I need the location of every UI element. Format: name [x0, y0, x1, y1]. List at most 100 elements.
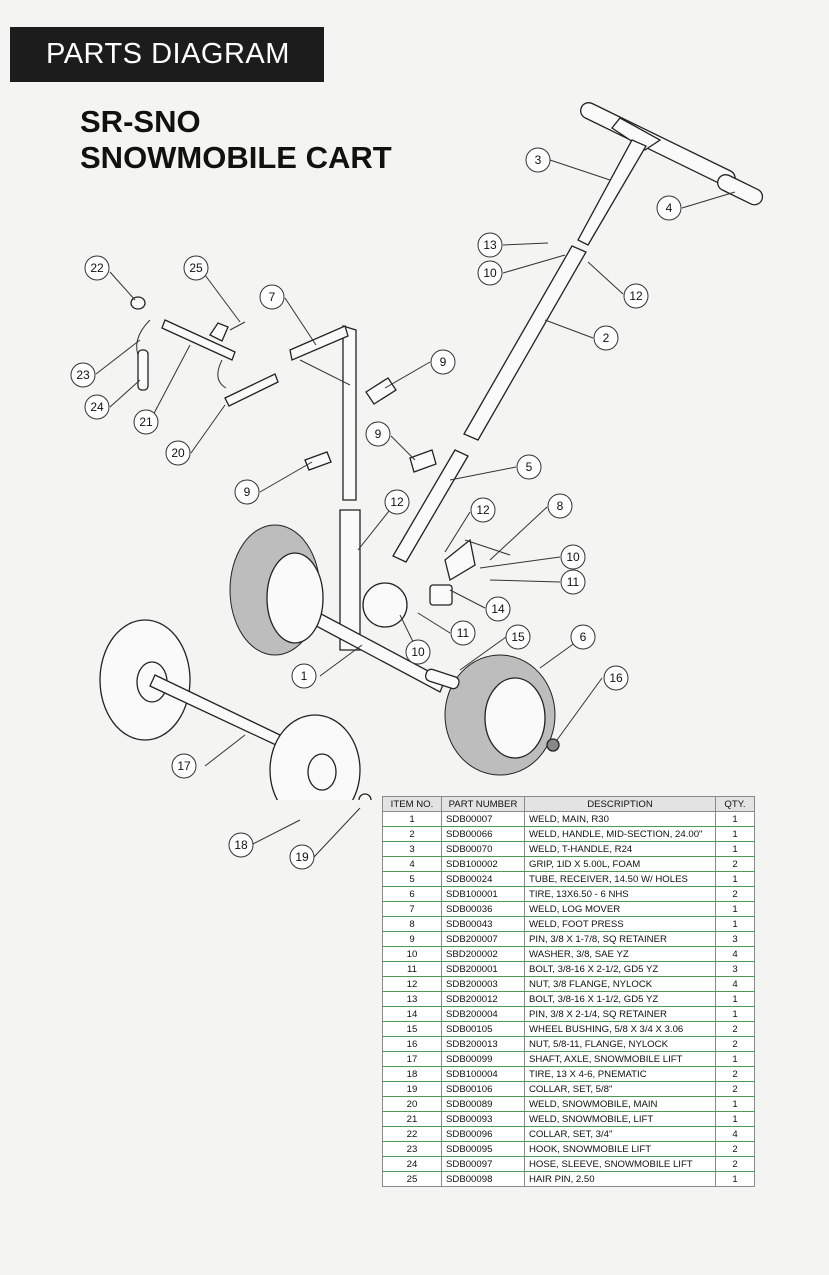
cell-description: PIN, 3/8 X 1-7/8, SQ RETAINER	[524, 931, 716, 947]
cell-part-number: SDB100001	[441, 886, 525, 902]
cell-part-number: SDB00098	[441, 1171, 525, 1187]
cell-item-no: 1	[382, 811, 442, 827]
cell-qty: 2	[715, 856, 755, 872]
callout-6: 6	[570, 624, 596, 650]
cell-description: WELD, FOOT PRESS	[524, 916, 716, 932]
part-foot-press	[444, 538, 511, 582]
cell-part-number: SDB00106	[441, 1081, 525, 1097]
callout-18: 18	[228, 832, 254, 858]
callout-8: 8	[547, 493, 573, 519]
svg-text:23: 23	[76, 368, 90, 382]
cell-qty: 1	[715, 901, 755, 917]
exploded-parts-diagram: 3 4 13 10 12 2 22 25 7 9 23 21 24 20 9 5…	[70, 102, 764, 800]
cell-description: WELD, MAIN, R30	[524, 811, 716, 827]
cell-qty: 1	[715, 1111, 755, 1127]
cell-part-number: SDB00043	[441, 916, 525, 932]
svg-text:17: 17	[177, 759, 191, 773]
cell-part-number: SDB200012	[441, 991, 525, 1007]
callout-3: 3	[525, 147, 551, 173]
cell-part-number: SDB00089	[441, 1096, 525, 1112]
cell-description: WELD, SNOWMOBILE, MAIN	[524, 1096, 716, 1112]
callout-10: 10	[477, 260, 503, 286]
cell-description: WELD, T-HANDLE, R24	[524, 841, 716, 857]
cell-item-no: 24	[382, 1156, 442, 1172]
cell-item-no: 7	[382, 901, 442, 917]
cell-qty: 3	[715, 931, 755, 947]
callout-12: 12	[470, 497, 496, 523]
col-item-no: ITEM NO.	[382, 796, 442, 812]
svg-text:15: 15	[511, 630, 525, 644]
cell-part-number: SDB200013	[441, 1036, 525, 1052]
cell-description: HOSE, SLEEVE, SNOWMOBILE LIFT	[524, 1156, 716, 1172]
svg-text:4: 4	[666, 201, 673, 215]
cell-description: WASHER, 3/8, SAE YZ	[524, 946, 716, 962]
cell-item-no: 6	[382, 886, 442, 902]
cell-description: TIRE, 13X6.50 - 6 NHS	[524, 886, 716, 902]
svg-text:11: 11	[567, 575, 580, 589]
callout-7: 7	[259, 284, 285, 310]
cell-item-no: 3	[382, 841, 442, 857]
svg-text:12: 12	[390, 495, 404, 509]
cell-qty: 2	[715, 1081, 755, 1097]
cell-description: COLLAR, SET, 3/4"	[524, 1126, 716, 1142]
cell-part-number: SDB200001	[441, 961, 525, 977]
cell-part-number: SDB00099	[441, 1051, 525, 1067]
cell-part-number: SDB100002	[441, 856, 525, 872]
callout-16: 16	[603, 665, 629, 691]
cell-part-number: SDB100004	[441, 1066, 525, 1082]
cell-description: BOLT, 3/8-16 X 2-1/2, GD5 YZ	[524, 961, 716, 977]
cell-qty: 4	[715, 976, 755, 992]
svg-text:11: 11	[457, 626, 470, 640]
cell-description: WHEEL BUSHING, 5/8 X 3/4 X 3.06	[524, 1021, 716, 1037]
part-front-tire-right	[444, 654, 560, 776]
callout-9: 9	[365, 421, 391, 447]
callout-14: 14	[485, 596, 511, 622]
callout-11: 11	[450, 620, 476, 646]
cell-item-no: 20	[382, 1096, 442, 1112]
lower-callouts: 18 19	[228, 807, 361, 870]
callout-12: 12	[384, 489, 410, 515]
cell-qty: 1	[715, 1171, 755, 1187]
svg-text:7: 7	[269, 290, 276, 304]
col-part-number: PART NUMBER	[441, 796, 525, 812]
col-description: DESCRIPTION	[524, 796, 716, 812]
part-log-mover	[289, 325, 357, 501]
cell-description: HOOK, SNOWMOBILE LIFT	[524, 1141, 716, 1157]
part-t-handle	[577, 102, 736, 246]
title-line-model: SR-SNO	[80, 104, 201, 139]
part-main-weld	[289, 509, 446, 693]
cell-part-number: SDB00066	[441, 826, 525, 842]
svg-text:24: 24	[90, 400, 104, 414]
cell-qty: 2	[715, 1156, 755, 1172]
callout-22: 22	[84, 255, 110, 281]
cell-item-no: 4	[382, 856, 442, 872]
part-front-tire-left	[229, 524, 324, 656]
callout-9: 9	[234, 479, 260, 505]
svg-text:14: 14	[491, 602, 505, 616]
title-line-name: SNOWMOBILE CART	[80, 140, 392, 175]
svg-text:12: 12	[476, 503, 490, 517]
cell-qty: 1	[715, 811, 755, 827]
callout-19: 19	[289, 844, 315, 870]
cell-qty: 1	[715, 991, 755, 1007]
cell-item-no: 17	[382, 1051, 442, 1067]
cell-description: NUT, 5/8-11, FLANGE, NYLOCK	[524, 1036, 716, 1052]
svg-text:9: 9	[375, 427, 382, 441]
cell-qty: 2	[715, 1036, 755, 1052]
callout-23: 23	[70, 362, 96, 388]
cell-description: SHAFT, AXLE, SNOWMOBILE LIFT	[524, 1051, 716, 1067]
cell-item-no: 12	[382, 976, 442, 992]
cell-description: COLLAR, SET, 5/8"	[524, 1081, 716, 1097]
